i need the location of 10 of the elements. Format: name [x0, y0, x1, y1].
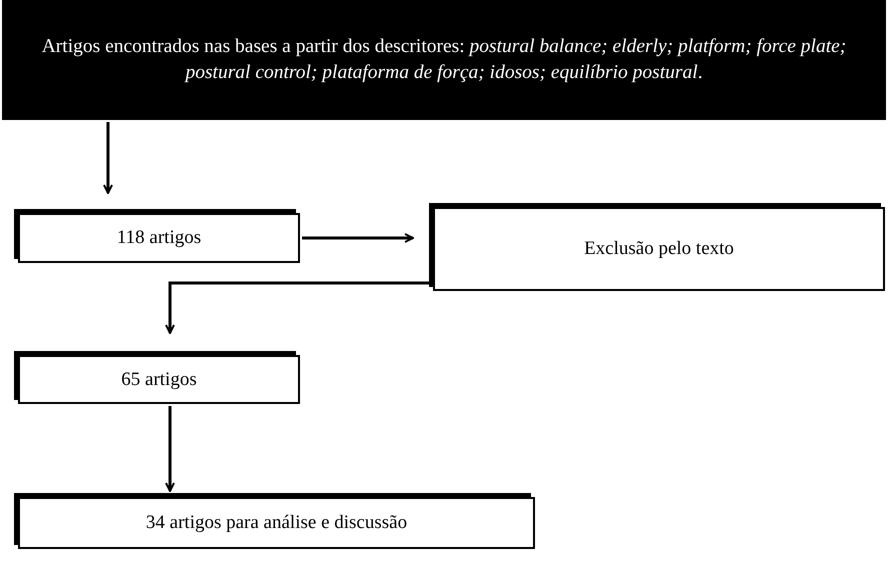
box-text: Artigos encontrados nas bases a partir dos descritores: postural balance; elderly; platform; force plate; postural control; plataforma de força; idosos; equilíbrio postural.: [40, 35, 848, 85]
box-text: Exclusão pelo texto: [584, 238, 734, 260]
arrow: [103, 122, 113, 194]
source-box: [2, 0, 886, 120]
arrow: [302, 233, 414, 243]
arrow: [165, 406, 175, 492]
arrow: [165, 282, 432, 334]
box-text: 118 artigos: [116, 227, 202, 249]
box-text: 34 artigos para análise e discussão: [146, 512, 408, 534]
box-text: 65 artigos: [121, 368, 197, 390]
